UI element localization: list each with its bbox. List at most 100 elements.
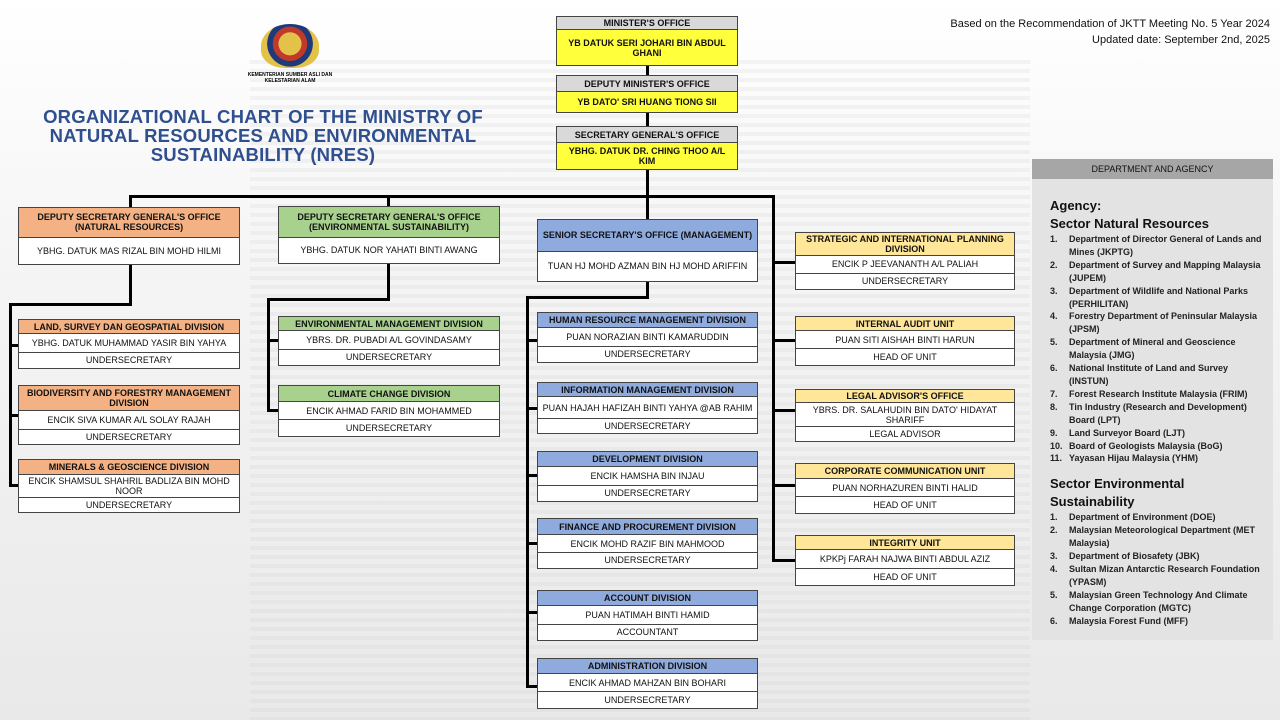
unit-head-name: YBHG. DATUK MAS RIZAL BIN MOHD HILMI xyxy=(19,237,239,264)
item-number: 2. xyxy=(1050,525,1058,536)
agency-label: Agency: xyxy=(1050,198,1102,213)
agency-name: Forestry Department of Peninsular Malays… xyxy=(1069,311,1258,335)
unit-head-role: UNDERSECRETARY xyxy=(538,346,757,362)
sector-environmental-heading: Sector Environmental Sustainability xyxy=(1050,476,1185,510)
agency-list-item: 3.Department of Biosafety (JBK) xyxy=(1050,550,1263,563)
org-unit-dsg-es: DEPUTY SECRETARY GENERAL'S OFFICE (ENVIR… xyxy=(278,206,500,264)
connector-line xyxy=(129,195,132,207)
note-updated-date: Updated date: September 2nd, 2025 xyxy=(1092,34,1270,46)
agency-list-item: 1. Department of Director General of Land… xyxy=(1050,233,1263,259)
unit-header: DEPUTY MINISTER'S OFFICE xyxy=(557,76,737,93)
ministry-logo: KEMENTERIAN SUMBER ASLI DAN KELESTARIAN … xyxy=(245,24,335,84)
connector-line xyxy=(772,484,795,487)
connector-line xyxy=(267,339,278,342)
unit-head-name: YB DATO' SRI HUANG TIONG SII xyxy=(557,92,737,112)
item-number: 5. xyxy=(1050,589,1058,600)
agency-list-item: 2. Department of Survey and Mapping Malay… xyxy=(1050,259,1263,285)
unit-header: INTERNAL AUDIT UNIT xyxy=(796,317,1014,332)
agency-list-item: 7.Forest Research Institute Malaysia (FR… xyxy=(1050,388,1263,401)
connector-line xyxy=(646,113,649,126)
unit-head-name: ENCIK P JEEVANANTH A/L PALIAH xyxy=(796,256,1014,274)
item-number: 6. xyxy=(1050,615,1058,626)
unit-head-name: ENCIK AHMAD FARID BIN MOHAMMED xyxy=(279,402,499,420)
org-unit-strategic: STRATEGIC AND INTERNATIONAL PLANNING DIV… xyxy=(795,232,1015,290)
page-title: ORGANIZATIONAL CHART OF THE MINISTRY OF … xyxy=(43,106,483,165)
unit-header: HUMAN RESOURCE MANAGEMENT DIVISION xyxy=(538,313,757,329)
unit-header: ADMINISTRATION DIVISION xyxy=(538,659,757,675)
agency-name: Department of Survey and Mapping Malaysi… xyxy=(1069,259,1261,283)
unit-head-name: ENCIK HAMSHA BIN INJAU xyxy=(538,467,757,486)
agency-name: Land Surveyor Board (LJT) xyxy=(1069,427,1186,438)
unit-head-name: PUAN HATIMAH BINTI HAMID xyxy=(538,606,757,625)
unit-head-name: PUAN NORHAZUREN BINTI HALID xyxy=(796,479,1014,497)
agency-name: Forest Research Institute Malaysia (FRIM… xyxy=(1069,388,1248,399)
unit-header: DEPUTY SECRETARY GENERAL'S OFFICE (ENVIR… xyxy=(279,207,499,238)
unit-header: CORPORATE COMMUNICATION UNIT xyxy=(796,464,1014,480)
unit-header: LAND, SURVEY DAN GEOSPATIAL DIVISION xyxy=(19,320,239,335)
agency-name: National Institute of Land and Survey (I… xyxy=(1069,363,1229,386)
connector-line xyxy=(387,195,390,206)
agency-list-item: 4.Sultan Mizan Antarctic Research Founda… xyxy=(1050,563,1263,589)
unit-head-name: PUAN HAJAH HAFIZAH BINTI YAHYA @AB RAHIM xyxy=(538,397,757,419)
connector-line xyxy=(9,344,18,347)
connector-line xyxy=(646,195,649,219)
unit-header: DEVELOPMENT DIVISION xyxy=(538,452,757,468)
unit-header: SENIOR SECRETARY'S OFFICE (MANAGEMENT) xyxy=(538,220,757,252)
item-number: 4. xyxy=(1050,563,1058,574)
agency-name: Department of Director General of Lands … xyxy=(1069,234,1262,257)
connector-line xyxy=(646,282,649,299)
unit-head-name: ENCIK AHMAD MAHZAN BIN BOHARI xyxy=(538,674,757,692)
agency-list-item: 6.Malaysia Forest Fund (MFF) xyxy=(1050,615,1263,628)
logo-text: KEMENTERIAN SUMBER ASLI DAN KELESTARIAN … xyxy=(247,72,333,84)
unit-header: ENVIRONMENTAL MANAGEMENT DIVISION xyxy=(279,317,499,332)
connector-line xyxy=(772,195,775,562)
connector-line xyxy=(526,611,537,614)
item-number: 4. xyxy=(1050,311,1058,322)
connector-line xyxy=(526,296,529,688)
connector-line xyxy=(646,66,649,76)
unit-header: STRATEGIC AND INTERNATIONAL PLANNING DIV… xyxy=(796,233,1014,257)
unit-header: MINISTER'S OFFICE xyxy=(557,17,737,31)
unit-header: FINANCE AND PROCUREMENT DIVISION xyxy=(538,519,757,536)
connector-line xyxy=(9,484,18,487)
connector-line xyxy=(129,195,775,198)
agency-list-item: 4. Forestry Department of Peninsular Mala… xyxy=(1050,310,1263,336)
unit-head-name: ENCIK SIVA KUMAR A/L SOLAY RAJAH xyxy=(19,411,239,430)
item-number: 10. xyxy=(1050,440,1063,451)
connector-line xyxy=(9,303,12,487)
unit-head-role: UNDERSECRETARY xyxy=(538,691,757,709)
agency-list-item: 10.Board of Geologists Malaysia (BoG) xyxy=(1050,440,1263,453)
item-number: 3. xyxy=(1050,285,1058,296)
unit-head-name: YB DATUK SERI JOHARI BIN ABDUL GHANI xyxy=(557,30,737,65)
connector-line xyxy=(9,414,18,417)
item-number: 1. xyxy=(1050,234,1058,244)
unit-header: LEGAL ADVISOR'S OFFICE xyxy=(796,390,1014,404)
item-number: 6. xyxy=(1050,363,1058,374)
unit-head-name: YBRS. DR. SALAHUDIN BIN DATO' HIDAYAT SH… xyxy=(796,403,1014,427)
unit-head-name: PUAN NORAZIAN BINTI KAMARUDDIN xyxy=(538,328,757,347)
unit-head-role: LEGAL ADVISOR xyxy=(796,426,1014,441)
connector-line xyxy=(526,407,537,410)
connector-line xyxy=(267,298,390,301)
unit-header: CLIMATE CHANGE DIVISION xyxy=(279,386,499,403)
connector-line xyxy=(772,261,795,264)
connector-line xyxy=(129,265,132,306)
agency-list-item: 6. National Institute of Land and Survey … xyxy=(1050,362,1263,388)
unit-head-role: UNDERSECRETARY xyxy=(538,418,757,433)
unit-head-name: YBRS. DR. PUBADI A/L GOVINDASAMY xyxy=(279,331,499,350)
unit-header: ACCOUNT DIVISION xyxy=(538,591,757,607)
unit-header: INTEGRITY UNIT xyxy=(796,536,1014,551)
agency-name: Yayasan Hijau Malaysia (YHM) xyxy=(1069,453,1199,464)
natural-resources-agency-list: 1. Department of Director General of Land… xyxy=(1050,233,1263,465)
item-number: 2. xyxy=(1050,259,1058,270)
unit-head-role: UNDERSECRETARY xyxy=(538,485,757,501)
agency-list-item: 5.Malaysian Green Technology And Climate… xyxy=(1050,589,1263,615)
unit-head-name: YBHG. DATUK NOR YAHATI BINTI AWANG xyxy=(279,237,499,263)
